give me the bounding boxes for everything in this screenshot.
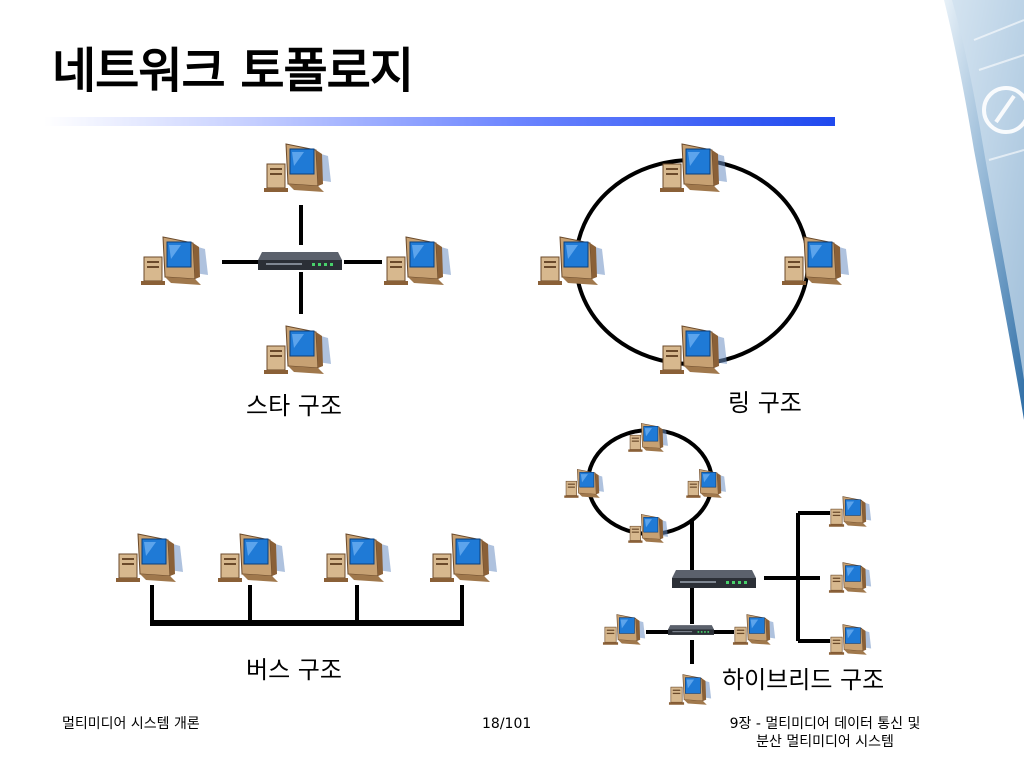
hybrid-ring-computer-bottom-icon: [628, 514, 669, 544]
bus-computer-2-icon: [218, 533, 286, 583]
footer-chapter-line-2: 분산 멀티미디어 시스템: [756, 733, 894, 750]
bus-topology: [116, 533, 498, 626]
bus-topology-label: 버스 구조: [246, 656, 342, 684]
hybrid-topology-label: 하이브리드 구조: [722, 666, 885, 694]
footer-page-number: 18/101: [482, 716, 532, 732]
footer-chapter-line-1: 9장 - 멀티미디어 데이터 통신 및: [729, 716, 921, 732]
hybrid-star-computer-right-icon: [732, 614, 776, 646]
hybrid-ring-computer-top-icon: [628, 423, 669, 453]
hybrid-small-hub-icon: [668, 625, 714, 635]
hybrid-tree-computer-3-icon: [828, 624, 872, 656]
footer-course-title: 멀티미디어 시스템 개론: [62, 716, 200, 732]
hybrid-tree-computer-2-icon: [828, 562, 872, 594]
footer-chapter-info: 9장 - 멀티미디어 데이터 통신 및 분산 멀티미디어 시스템: [700, 716, 950, 751]
ring-computer-left-icon: [538, 236, 606, 286]
star-topology: [141, 143, 452, 375]
ring-computer-bottom-icon: [660, 325, 728, 375]
hybrid-topology: [564, 423, 872, 706]
star-topology-label: 스타 구조: [246, 392, 342, 420]
bus-computer-3-icon: [324, 533, 392, 583]
hybrid-ring-computer-left-icon: [564, 469, 605, 499]
bus-links: [150, 585, 464, 626]
star-links: [222, 205, 382, 314]
ring-computer-right-icon: [782, 236, 850, 286]
ring-computer-top-icon: [660, 143, 728, 193]
star-computer-top-icon: [264, 143, 332, 193]
title-underline-bar: [44, 117, 835, 126]
hybrid-main-hub-icon: [672, 570, 756, 588]
bus-computer-4-icon: [430, 533, 498, 583]
decorative-corner-graphic: [944, 0, 1024, 420]
star-computer-left-icon: [141, 236, 209, 286]
page-title: 네트워크 토폴로지: [52, 43, 414, 99]
hybrid-ring-computer-right-icon: [686, 469, 727, 499]
hybrid-star-computer-left-icon: [602, 614, 646, 646]
ring-topology-label: 링 구조: [728, 389, 802, 417]
star-hub-icon: [258, 252, 342, 270]
star-computer-right-icon: [384, 236, 452, 286]
star-computer-bottom-icon: [264, 325, 332, 375]
bus-computer-1-icon: [116, 533, 184, 583]
hybrid-tree-computer-1-icon: [828, 496, 872, 528]
ring-topology: [538, 143, 850, 375]
hybrid-star-computer-bottom-icon: [668, 674, 712, 706]
